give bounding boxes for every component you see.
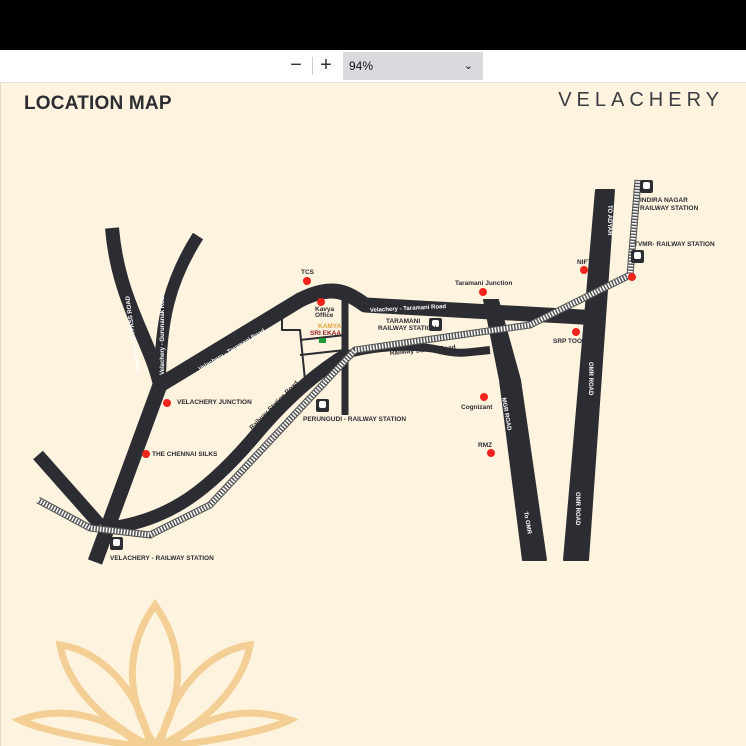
rmz-marker <box>487 449 495 457</box>
nift-marker <box>580 266 588 274</box>
kavya-label-2: Office <box>315 312 334 319</box>
taramani-junction-label: Taramani Junction <box>455 280 512 287</box>
zoom-level-value: 94% <box>349 59 374 73</box>
brand-logo: VELACHERY <box>558 89 724 111</box>
page-title: LOCATION MAP <box>24 93 172 114</box>
tvmr-station-label: TVMR- RAILWAY STATION <box>634 241 715 248</box>
railway-track <box>36 179 642 539</box>
zoom-out-button[interactable]: − <box>290 54 302 76</box>
to-adyar-label: TO ADYAR <box>606 205 612 236</box>
train-icon-taramani <box>429 318 442 331</box>
project-label: SRI EKAA <box>310 330 341 337</box>
tcs-label: TCS <box>301 269 315 276</box>
zoom-in-button[interactable]: + <box>320 54 332 76</box>
kavya-label: Kavya <box>315 306 335 313</box>
kavya-marker <box>317 298 325 306</box>
railway-station-road-west <box>109 346 354 535</box>
train-icon-tvmr <box>631 250 644 263</box>
to-omr-label: To OMR <box>522 511 532 535</box>
flower-watermark <box>11 598 299 746</box>
indira-nagar-station-label-2: RAILWAY STATION <box>640 205 699 212</box>
perungudi-station-label: PERUNGUDI - RAILWAY STATION <box>303 416 406 423</box>
gurunanak-road-label: Velachery - Gurunanak Road <box>160 293 166 375</box>
chevron-down-icon: ⌄ <box>463 60 473 72</box>
mgr-road <box>483 299 547 561</box>
omr-road-label-2: OMR ROAD <box>574 492 580 526</box>
srp-tools-label: SRP TOOLS <box>553 338 591 345</box>
document-page <box>0 83 746 746</box>
taramani-junction-marker <box>479 288 487 296</box>
velachery-junction-marker <box>163 399 171 407</box>
taramani-road-label-east: Velachery - Taramani Road <box>370 304 447 314</box>
srp-tools-marker <box>572 328 580 336</box>
west-road <box>33 450 105 530</box>
project-site-marker <box>319 338 326 343</box>
chennai-silks-marker <box>142 450 150 458</box>
velachery-taramani-road <box>156 283 601 392</box>
taramani-station-label-2: RAILWAY STATION <box>378 325 437 332</box>
railway-station-road-label-2: Railway Station Road <box>248 380 300 432</box>
omr-road-label-1: OMR ROAD <box>587 362 593 396</box>
window-top-bar <box>0 0 746 50</box>
tcs-marker <box>303 277 311 285</box>
train-icon-indira-nagar <box>640 180 653 193</box>
train-icon-velachery <box>110 537 123 550</box>
project-brand-label: KAMYA <box>318 323 342 330</box>
mgr-road-label: MGR ROAD <box>500 397 512 432</box>
gurunanak-road <box>154 232 204 386</box>
nift-label: NIFT <box>577 259 591 266</box>
cognizant-marker <box>480 393 488 401</box>
local-streets <box>281 305 346 381</box>
zoom-level-select[interactable]: 94% ⌄ <box>343 52 483 80</box>
rmz-label: RMZ <box>478 442 492 449</box>
pdf-toolbar: − + 94% ⌄ <box>0 50 746 83</box>
velachery-junction-label: VELACHERY JUNCTION <box>177 399 252 406</box>
train-icon-perungudi <box>316 399 329 412</box>
taramani-station-label: TARAMANI <box>386 318 420 325</box>
velachery-station-label: VELACHERY - RAILWAY STATION <box>110 555 214 562</box>
train-icons <box>110 180 653 550</box>
omr-road <box>563 189 615 561</box>
markers <box>142 266 636 458</box>
tvmr-marker <box>628 273 636 281</box>
cognizant-label: Cognizant <box>461 404 493 411</box>
indira-nagar-station-label: INDIRA NAGAR <box>640 197 688 204</box>
chennai-silks-label: THE CHENNAI SILKS <box>152 451 218 458</box>
toolbar-divider <box>312 57 313 75</box>
